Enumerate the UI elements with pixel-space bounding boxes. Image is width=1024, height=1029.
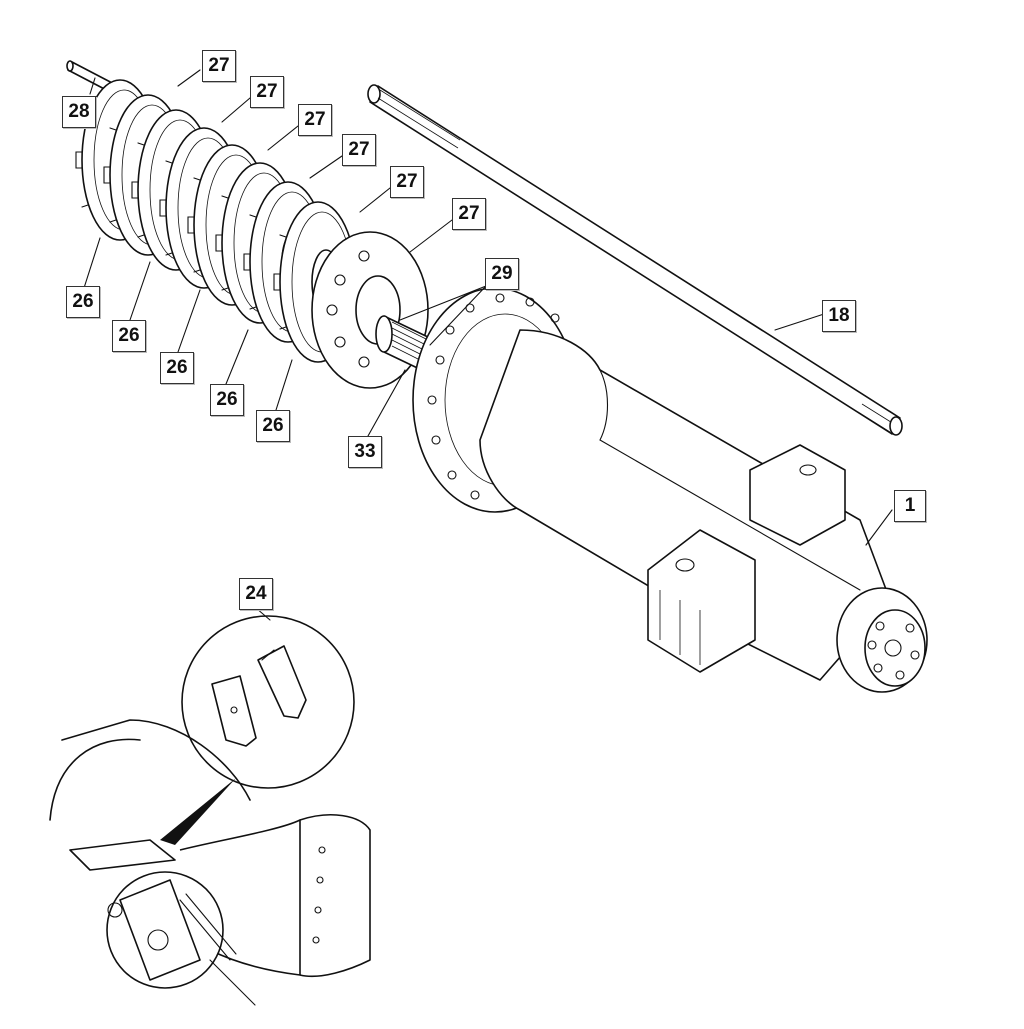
callout-24: 24 bbox=[239, 578, 273, 610]
callout-28: 28 bbox=[62, 96, 96, 128]
callout-18: 18 bbox=[822, 300, 856, 332]
callout-26-d: 26 bbox=[210, 384, 244, 416]
axle-shaft-part-18 bbox=[367, 84, 903, 436]
brake-pad-detail-24 bbox=[160, 615, 355, 845]
caliper-inset-drawing bbox=[49, 719, 371, 1006]
callout-29: 29 bbox=[485, 258, 519, 290]
axle-housing-part-1 bbox=[412, 287, 928, 693]
callout-26-e: 26 bbox=[256, 410, 290, 442]
leader-lines bbox=[83, 69, 893, 621]
callout-27-e: 27 bbox=[390, 166, 424, 198]
callout-27-d: 27 bbox=[342, 134, 376, 166]
callout-26-a: 26 bbox=[66, 286, 100, 318]
callout-27-b: 27 bbox=[250, 76, 284, 108]
callout-26-b: 26 bbox=[112, 320, 146, 352]
callout-33: 33 bbox=[348, 436, 382, 468]
callout-27-f: 27 bbox=[452, 198, 486, 230]
callout-27-a: 27 bbox=[202, 50, 236, 82]
callout-1: 1 bbox=[894, 490, 926, 522]
callout-26-c: 26 bbox=[160, 352, 194, 384]
callout-27-c: 27 bbox=[298, 104, 332, 136]
